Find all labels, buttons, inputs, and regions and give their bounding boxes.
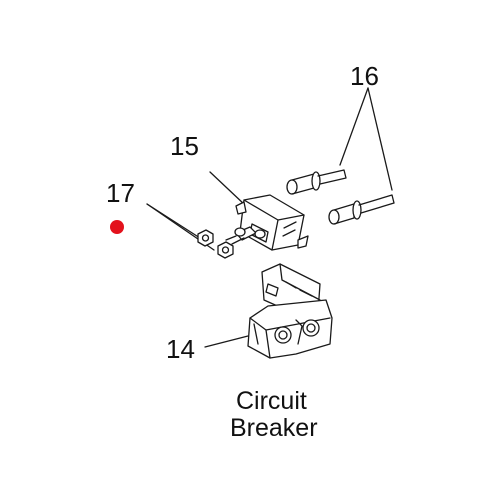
- nuts-part-17: [197, 229, 234, 259]
- breaker-switch-part-15: [225, 194, 309, 251]
- leader-line-14: [204, 335, 249, 348]
- part-label-15: 15: [170, 131, 199, 161]
- part-label-14: 14: [166, 334, 195, 364]
- caption-breaker: Breaker: [230, 414, 318, 442]
- leader-line-15: [209, 171, 246, 206]
- leader-lines: [146, 87, 393, 348]
- leader-line-16a: [339, 87, 369, 166]
- bolts-part-16: [286, 169, 395, 225]
- marker-dot: [110, 220, 124, 234]
- part-label-17: 17: [106, 178, 135, 208]
- leader-line-16b: [367, 87, 393, 191]
- caption-circuit: Circuit: [236, 387, 307, 415]
- part-label-16: 16: [350, 61, 379, 91]
- breaker-body-part-14: [247, 263, 333, 359]
